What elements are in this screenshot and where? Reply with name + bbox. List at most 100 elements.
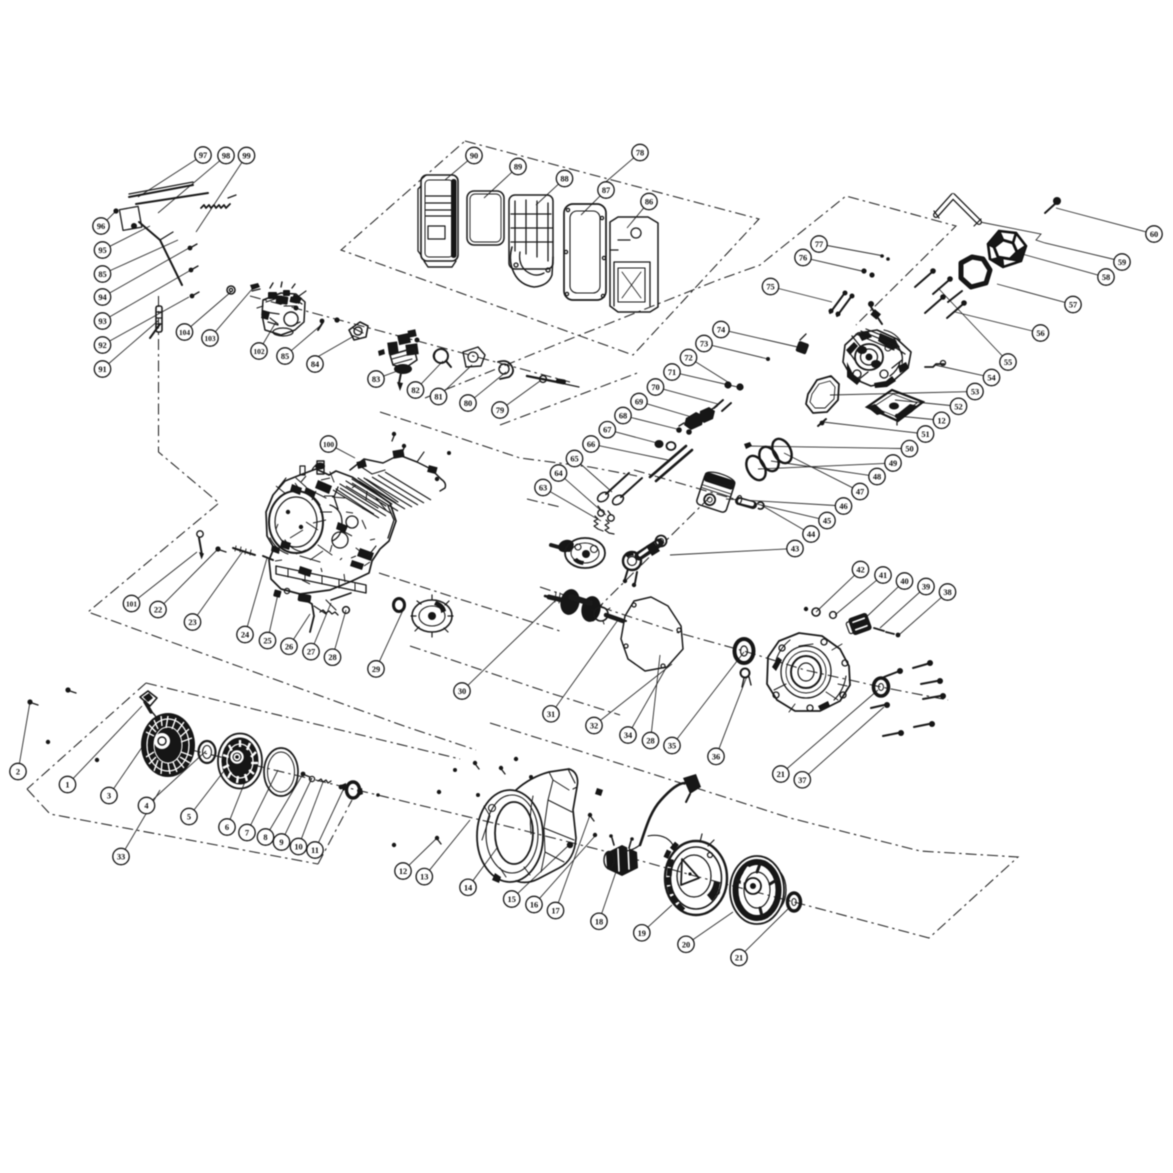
svg-text:59: 59 xyxy=(1118,258,1126,267)
svg-text:43: 43 xyxy=(791,545,799,554)
svg-text:100: 100 xyxy=(323,440,334,449)
svg-text:4: 4 xyxy=(144,802,149,811)
svg-text:6: 6 xyxy=(225,823,229,832)
svg-text:73: 73 xyxy=(700,340,708,349)
svg-text:72: 72 xyxy=(684,354,692,363)
svg-text:69: 69 xyxy=(635,398,643,407)
svg-text:93: 93 xyxy=(98,317,106,326)
svg-text:23: 23 xyxy=(188,618,196,627)
svg-text:12: 12 xyxy=(399,867,407,876)
svg-text:21: 21 xyxy=(735,954,743,963)
svg-text:86: 86 xyxy=(645,198,653,207)
svg-text:28: 28 xyxy=(328,653,336,662)
svg-text:35: 35 xyxy=(668,742,676,751)
svg-text:28: 28 xyxy=(646,737,654,746)
svg-text:44: 44 xyxy=(807,530,816,539)
svg-text:15: 15 xyxy=(508,895,516,904)
svg-text:25: 25 xyxy=(263,637,271,646)
svg-text:22: 22 xyxy=(154,606,162,615)
svg-text:63: 63 xyxy=(539,484,547,493)
svg-text:89: 89 xyxy=(514,163,522,172)
svg-text:38: 38 xyxy=(943,588,951,597)
svg-text:18: 18 xyxy=(595,917,603,926)
svg-text:52: 52 xyxy=(954,402,962,411)
svg-text:11: 11 xyxy=(311,846,319,855)
svg-text:10: 10 xyxy=(294,843,302,852)
svg-text:57: 57 xyxy=(1069,301,1077,310)
svg-text:41: 41 xyxy=(879,571,887,580)
svg-text:26: 26 xyxy=(285,642,293,651)
svg-text:30: 30 xyxy=(458,687,466,696)
svg-text:82: 82 xyxy=(411,386,419,395)
svg-text:83: 83 xyxy=(372,375,380,384)
svg-text:97: 97 xyxy=(199,151,207,160)
svg-text:21: 21 xyxy=(777,770,785,779)
svg-text:5: 5 xyxy=(187,813,191,822)
svg-text:55: 55 xyxy=(1004,358,1012,367)
svg-text:24: 24 xyxy=(241,631,250,640)
svg-text:79: 79 xyxy=(496,406,504,415)
svg-text:50: 50 xyxy=(905,445,913,454)
svg-text:64: 64 xyxy=(554,469,563,478)
svg-text:58: 58 xyxy=(1102,273,1110,282)
svg-text:46: 46 xyxy=(839,502,847,511)
svg-text:20: 20 xyxy=(682,940,690,949)
svg-text:14: 14 xyxy=(464,883,473,892)
svg-text:77: 77 xyxy=(815,240,823,249)
svg-text:31: 31 xyxy=(547,710,555,719)
svg-text:75: 75 xyxy=(766,283,774,292)
svg-text:19: 19 xyxy=(638,929,646,938)
svg-text:33: 33 xyxy=(117,853,125,862)
svg-text:39: 39 xyxy=(922,583,930,592)
svg-text:3: 3 xyxy=(107,792,111,801)
svg-text:76: 76 xyxy=(799,254,807,263)
svg-text:103: 103 xyxy=(204,334,215,343)
svg-text:40: 40 xyxy=(900,577,908,586)
svg-text:32: 32 xyxy=(590,722,598,731)
svg-text:95: 95 xyxy=(98,246,106,255)
svg-text:99: 99 xyxy=(242,152,250,161)
svg-text:80: 80 xyxy=(464,399,472,408)
svg-text:87: 87 xyxy=(602,186,610,195)
svg-text:68: 68 xyxy=(619,412,627,421)
svg-text:49: 49 xyxy=(889,459,897,468)
svg-text:47: 47 xyxy=(856,488,864,497)
svg-text:60: 60 xyxy=(1150,230,1158,239)
svg-text:74: 74 xyxy=(717,326,726,335)
svg-text:7: 7 xyxy=(245,829,249,838)
svg-text:88: 88 xyxy=(560,175,568,184)
svg-text:29: 29 xyxy=(372,665,380,674)
svg-text:98: 98 xyxy=(222,152,230,161)
svg-text:67: 67 xyxy=(603,426,611,435)
svg-text:48: 48 xyxy=(873,473,881,482)
svg-text:91: 91 xyxy=(98,365,106,374)
svg-text:45: 45 xyxy=(823,517,831,526)
svg-text:85: 85 xyxy=(281,352,289,361)
svg-text:92: 92 xyxy=(98,341,106,350)
svg-text:104: 104 xyxy=(179,328,190,337)
svg-text:71: 71 xyxy=(668,368,676,377)
svg-text:16: 16 xyxy=(530,901,538,910)
svg-text:12: 12 xyxy=(937,416,945,425)
svg-text:90: 90 xyxy=(470,152,478,161)
svg-text:66: 66 xyxy=(587,440,595,449)
svg-text:84: 84 xyxy=(311,360,320,369)
svg-text:8: 8 xyxy=(263,833,267,842)
svg-text:54: 54 xyxy=(987,374,996,383)
svg-text:81: 81 xyxy=(434,393,442,402)
svg-text:78: 78 xyxy=(636,149,644,158)
svg-text:13: 13 xyxy=(420,873,428,882)
svg-text:17: 17 xyxy=(551,907,559,916)
svg-text:34: 34 xyxy=(624,731,633,740)
svg-text:96: 96 xyxy=(97,222,105,231)
svg-text:37: 37 xyxy=(798,776,806,785)
svg-text:94: 94 xyxy=(98,293,107,302)
svg-text:27: 27 xyxy=(307,648,315,657)
svg-text:51: 51 xyxy=(921,430,929,439)
svg-text:56: 56 xyxy=(1036,329,1044,338)
svg-text:85: 85 xyxy=(98,270,106,279)
svg-text:9: 9 xyxy=(279,838,283,847)
svg-text:70: 70 xyxy=(651,383,659,392)
svg-text:36: 36 xyxy=(712,752,720,761)
svg-text:65: 65 xyxy=(570,455,578,464)
